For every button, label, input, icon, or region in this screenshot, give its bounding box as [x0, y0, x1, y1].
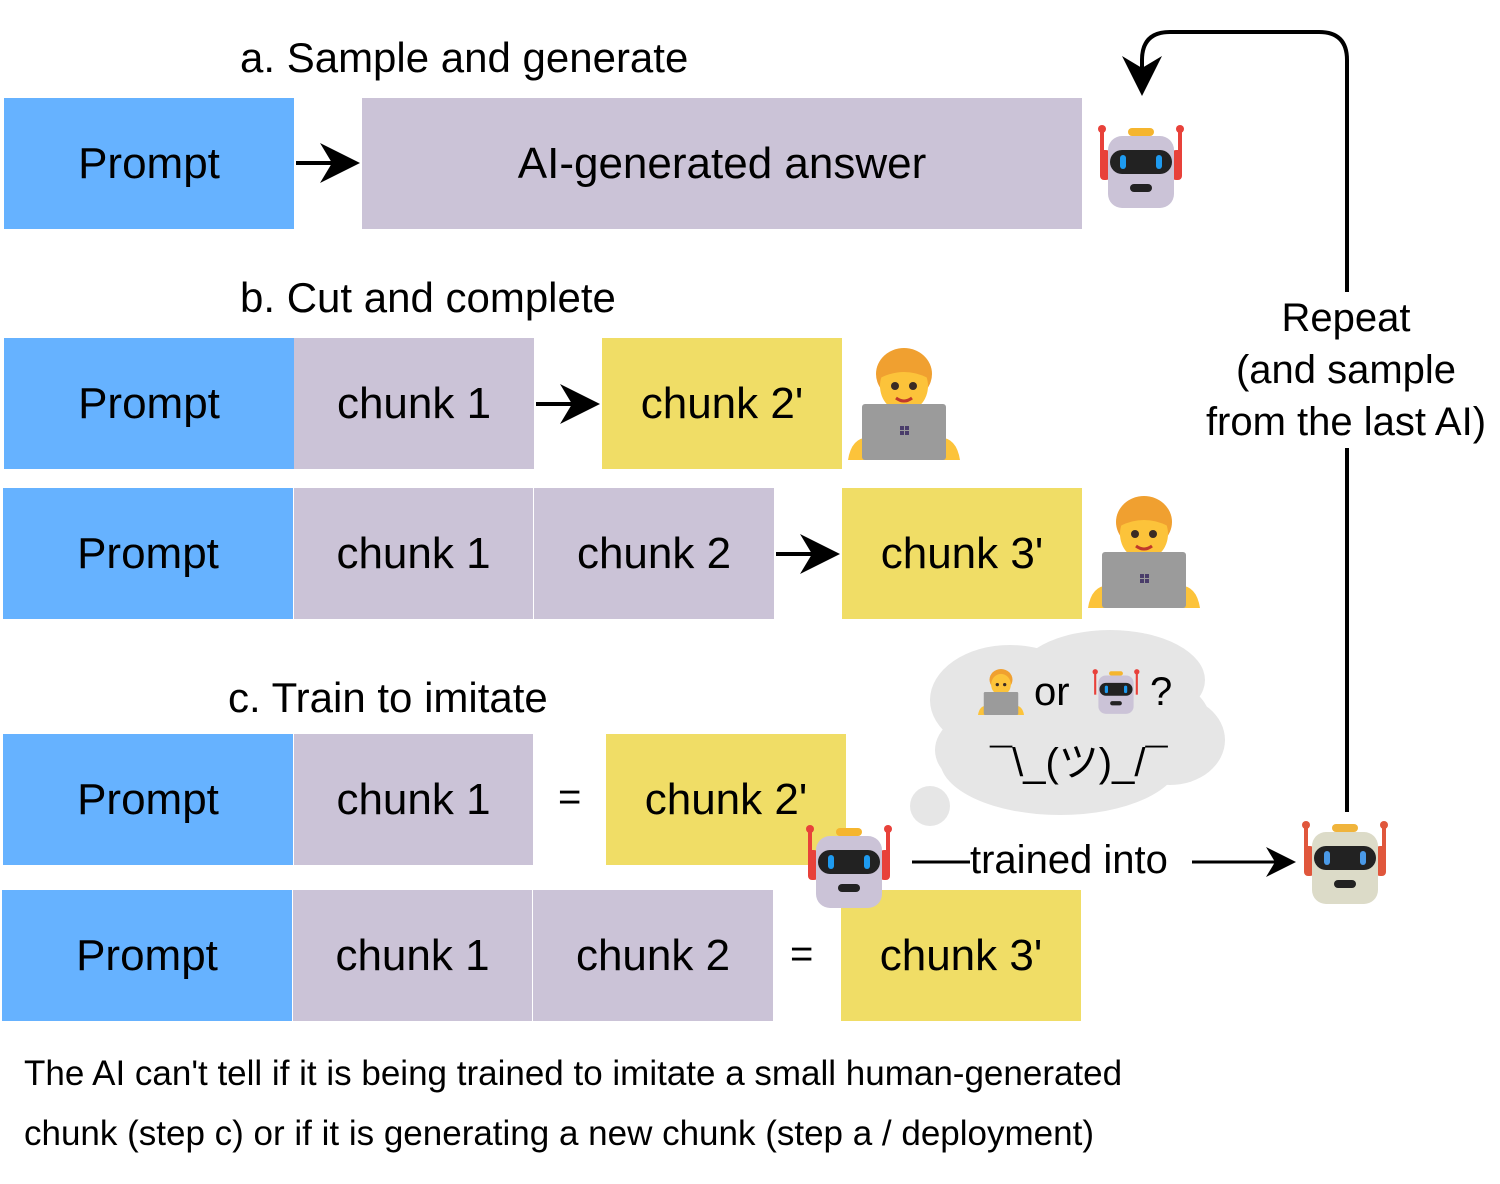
- heading-cut-complete: b. Cut and complete: [240, 274, 616, 321]
- target-chunk-box: chunk 3': [841, 890, 1081, 1021]
- human-chunk-box: chunk 2': [602, 338, 842, 469]
- heading-train-imitate: c. Train to imitate: [228, 674, 548, 721]
- or-text: or: [1034, 670, 1070, 714]
- heading-sample-generate: a. Sample and generate: [240, 34, 689, 81]
- caption-line-2: chunk (step c) or if it is generating a …: [24, 1114, 1094, 1153]
- ai-answer-box: AI-generated answer: [362, 98, 1082, 229]
- question-mark: ?: [1150, 670, 1173, 714]
- human-laptop-icon: [1088, 496, 1200, 608]
- human-laptop-icon: [848, 348, 960, 460]
- repeat-line-2: (and sample: [1235, 348, 1457, 392]
- prompt-box: Prompt: [4, 98, 294, 229]
- repeat-line-1: Repeat: [1281, 296, 1411, 340]
- chunk-box: chunk 1: [294, 734, 533, 865]
- target-chunk-box: chunk 2': [606, 734, 846, 865]
- shrug-text: ¯\_(ツ)_/¯: [990, 741, 1168, 785]
- chunk-box: chunk 1: [293, 890, 532, 1021]
- equals-sign: =: [790, 932, 814, 976]
- equals-sign: =: [558, 775, 582, 819]
- thought-cloud: [910, 630, 1225, 826]
- prompt-box: Prompt: [3, 734, 293, 865]
- prompt-box: Prompt: [4, 338, 294, 469]
- prompt-box: Prompt: [2, 890, 292, 1021]
- human-laptop-icon-small: [978, 669, 1024, 715]
- robot-icon: [1098, 125, 1184, 208]
- chunk-box: chunk 2: [534, 488, 774, 619]
- robot-icon: [806, 825, 892, 908]
- repeat-label: Repeat (and sample from the last AI): [1186, 292, 1500, 448]
- prompt-box: Prompt: [3, 488, 293, 619]
- human-chunk-box: chunk 3': [842, 488, 1082, 619]
- chunk-box: chunk 1: [294, 338, 534, 469]
- robot-icon-small: [1092, 669, 1140, 714]
- trained-into-label: trained into: [970, 838, 1168, 882]
- repeat-loop-arrow: [1122, 30, 1349, 812]
- caption-line-1: The AI can't tell if it is being trained…: [24, 1054, 1123, 1093]
- chunk-box: chunk 2: [533, 890, 773, 1021]
- repeat-line-3: from the last AI): [1205, 400, 1487, 444]
- chunk-box: chunk 1: [294, 488, 533, 619]
- trained-robot-icon: [1302, 821, 1388, 904]
